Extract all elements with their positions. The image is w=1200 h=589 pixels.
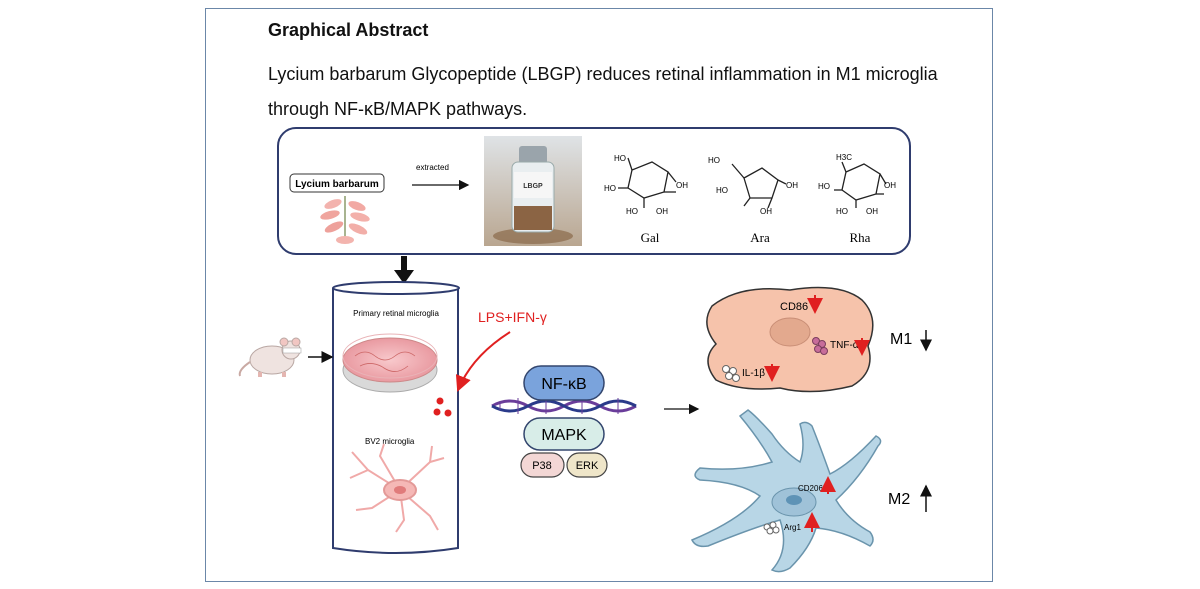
arabinose-structure-icon	[731, 163, 787, 209]
m2-microglia-cell-icon	[690, 409, 882, 573]
gal-group-2: HO	[604, 184, 616, 193]
rha-group-2: HO	[818, 182, 830, 191]
down-arrow-icon	[394, 256, 414, 284]
top-panel-border	[277, 127, 911, 255]
nfkb-label: NF-κB	[541, 376, 586, 393]
source-label: Lycium barbarum	[295, 179, 379, 190]
lps-particles-icon	[433, 397, 452, 417]
ara-group-4: OH	[760, 207, 772, 216]
extracted-label: extracted	[416, 163, 449, 172]
petri-dish-icon	[342, 333, 438, 393]
stimulus-label: LPS+IFN-γ	[478, 309, 547, 325]
mapk-node	[523, 417, 605, 451]
m2-marker-cd206: CD206	[798, 484, 823, 493]
rha-group-1: H3C	[836, 153, 852, 162]
galactose-structure-icon	[618, 157, 677, 208]
vial-label: LBGP	[523, 183, 543, 190]
top-panel: Lycium barbarum extracted LBGP	[277, 127, 911, 255]
stimulus-arrow	[455, 331, 511, 392]
primary-microglia-label: Primary retinal microglia	[353, 309, 439, 318]
p38-node	[520, 452, 565, 478]
rha-group-3: OH	[884, 181, 896, 190]
cells-panel	[332, 281, 460, 554]
p38-label: P38	[532, 460, 552, 472]
nfkb-node	[523, 365, 605, 401]
m1-marker-tnfa: TNF-α	[830, 340, 859, 351]
mouse-icon	[238, 337, 302, 377]
rha-group-4: HO	[836, 207, 848, 216]
dna-helix-icon	[491, 398, 637, 414]
gal-group-3: OH	[676, 181, 688, 190]
m1-marker-il1b: IL-1β	[742, 368, 765, 379]
goji-berries-icon	[320, 196, 370, 244]
gal-group-1: HO	[614, 154, 626, 163]
rha-name: Rha	[850, 230, 871, 245]
mapk-label: MAPK	[541, 427, 587, 444]
rhamnose-structure-icon	[834, 161, 887, 208]
bv2-microglia-cell-icon	[349, 443, 445, 533]
abstract-subtitle: Lycium barbarum Glycopeptide (LBGP) redu…	[268, 64, 938, 119]
erk-node	[566, 452, 608, 478]
ara-group-3: OH	[786, 181, 798, 190]
m1-state-label: M1	[890, 331, 912, 348]
ara-name: Ara	[750, 230, 770, 245]
gal-group-5: OH	[656, 207, 668, 216]
lbgp-vial-image	[484, 136, 582, 246]
bv2-microglia-label: BV2 microglia	[365, 437, 415, 446]
ara-group-2: HO	[716, 186, 728, 195]
abstract-heading: Graphical Abstract	[268, 20, 429, 40]
rha-group-5: OH	[866, 207, 878, 216]
m2-state-label: M2	[888, 491, 910, 508]
gal-group-4: HO	[626, 207, 638, 216]
erk-label: ERK	[576, 460, 599, 472]
gal-name: Gal	[641, 230, 660, 245]
source-label-box	[289, 173, 385, 193]
m1-marker-cd86: CD86	[780, 301, 808, 313]
m2-marker-arg1: Arg1	[784, 523, 801, 532]
m1-macrophage-cell-icon	[706, 286, 874, 393]
abstract-frame	[205, 8, 993, 582]
ara-group-1: HO	[708, 156, 720, 165]
